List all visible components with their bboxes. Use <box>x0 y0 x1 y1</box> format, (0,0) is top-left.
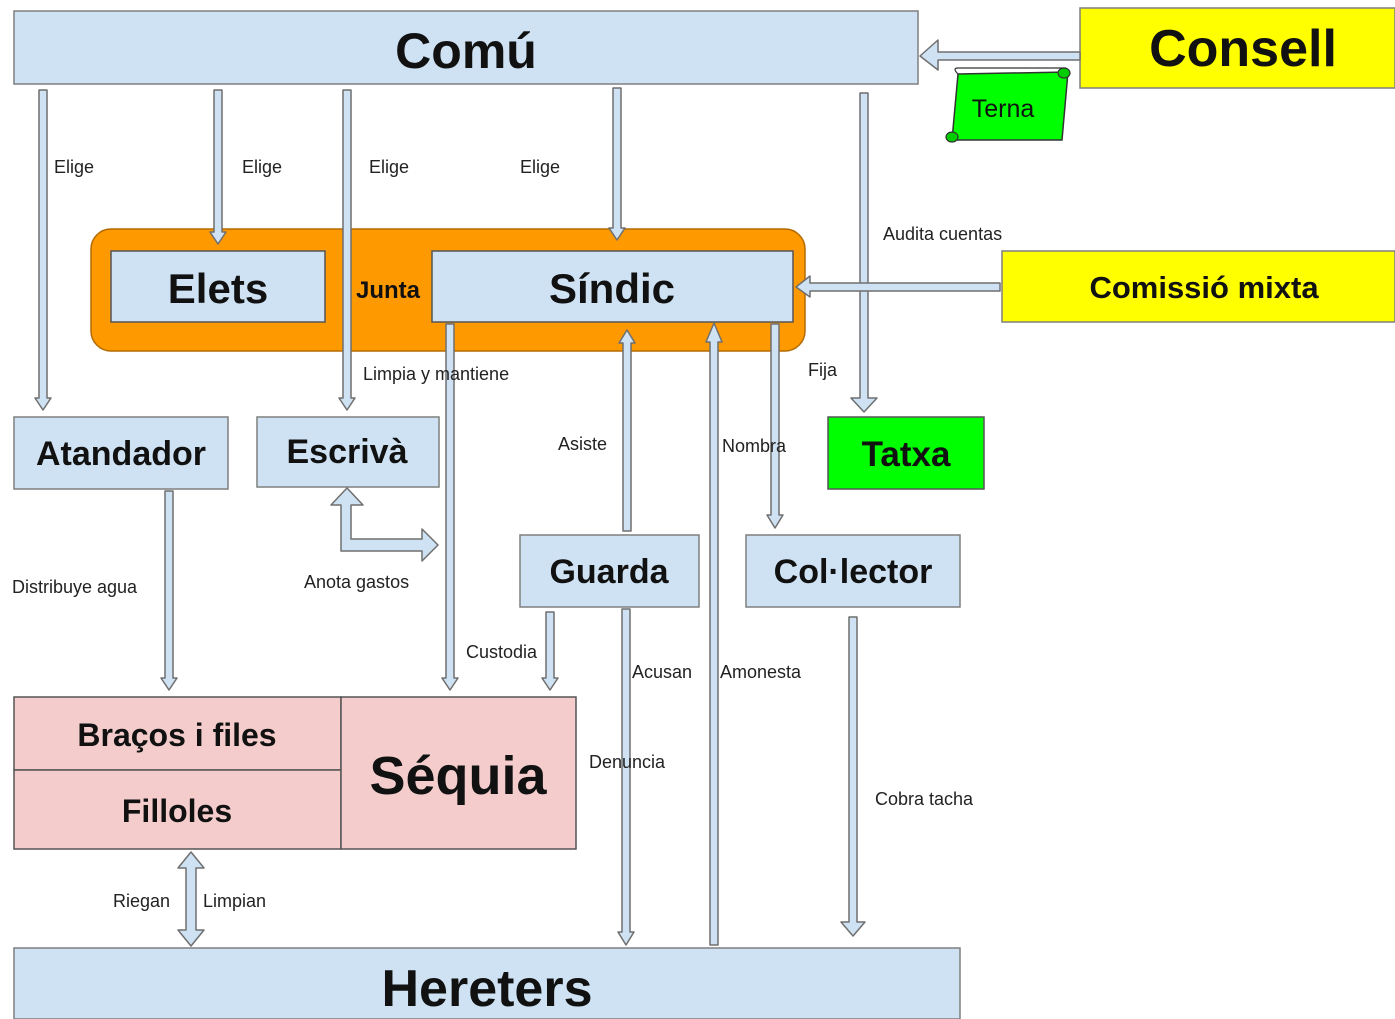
arrow-sindic-collector <box>766 323 784 529</box>
arrow-comu-escriva <box>338 89 356 411</box>
label-denuncia: Denuncia <box>589 752 666 772</box>
consell-title: Consell <box>1149 20 1337 78</box>
label-elige-atandador: Elige <box>54 157 94 177</box>
label-limpia-mantiene: Limpia y mantiene <box>363 364 509 384</box>
junta-label: Junta <box>356 277 421 304</box>
label-asiste: Asiste <box>558 434 607 454</box>
arrow-filloles-hereters <box>177 851 205 947</box>
arrow-atandador-bracos <box>160 490 178 691</box>
hereters-box <box>13 947 961 1019</box>
label-audita-cuentas: Audita cuentas <box>883 224 1002 244</box>
label-amonesta: Amonesta <box>720 662 802 682</box>
tatxa-title: Tatxa <box>862 435 951 474</box>
arrow-comu-sindic <box>608 87 626 241</box>
comu-box <box>13 10 919 85</box>
label-nombra: Nombra <box>722 436 787 456</box>
atandador-box <box>13 416 229 490</box>
consell-box <box>1079 7 1395 89</box>
arrow-comu-elets <box>209 89 227 245</box>
filloles-box <box>13 769 342 850</box>
arrow-comu-tatxa <box>850 92 878 413</box>
label-fija: Fija <box>808 360 838 380</box>
arrow-guarda-sequia <box>541 611 559 691</box>
arrow-collector-hereters <box>840 616 866 937</box>
collector-box <box>745 534 961 608</box>
arrow-comissio-sindic <box>795 275 1001 298</box>
label-acusan: Acusan <box>632 662 692 682</box>
arrow-guarda-sindic <box>618 329 636 532</box>
arrow-comu-atandador <box>34 89 52 411</box>
terna-label: Terna <box>972 95 1035 123</box>
label-elige-escriva: Elige <box>369 157 409 177</box>
bracos-title: Braços i files <box>77 717 276 753</box>
sequia-title: Séquia <box>369 746 547 806</box>
arrow-sindic-hereters <box>705 322 723 946</box>
atandador-title: Atandador <box>36 435 206 473</box>
hereters-title: Hereters <box>381 960 592 1018</box>
arrow-consell-comu <box>919 39 1081 71</box>
label-elige-sindic: Elige <box>520 157 560 177</box>
label-limpian: Limpian <box>203 891 266 911</box>
guarda-title: Guarda <box>549 553 669 591</box>
sindic-box <box>431 250 794 323</box>
escriva-title: Escrivà <box>287 433 408 471</box>
comu-title: Comú <box>395 23 537 79</box>
label-distribuye-agua: Distribuye agua <box>12 577 138 597</box>
arrow-escriva-anota <box>330 487 439 562</box>
arrow-sindic-sequia <box>441 323 459 691</box>
guarda-box <box>519 534 700 608</box>
sindic-title: Síndic <box>549 265 675 312</box>
terna-scroll-icon <box>945 67 1071 143</box>
label-cobra-tacha: Cobra tacha <box>875 789 974 809</box>
sequia-box <box>340 696 577 850</box>
tatxa-box <box>827 416 985 490</box>
comissio-mixta-title: Comissió mixta <box>1089 270 1319 305</box>
collector-title: Col·lector <box>774 553 933 591</box>
label-anota-gastos: Anota gastos <box>304 572 409 592</box>
label-riegan: Riegan <box>113 891 170 911</box>
arrow-guarda-hereters <box>617 608 635 946</box>
label-custodia: Custodia <box>466 642 538 662</box>
comissio-mixta-box <box>1001 250 1395 323</box>
label-elige-elets: Elige <box>242 157 282 177</box>
filloles-title: Filloles <box>122 793 232 829</box>
elets-box <box>110 250 326 323</box>
escriva-box <box>256 416 440 488</box>
elets-title: Elets <box>168 265 268 312</box>
bracos-box <box>13 696 342 771</box>
